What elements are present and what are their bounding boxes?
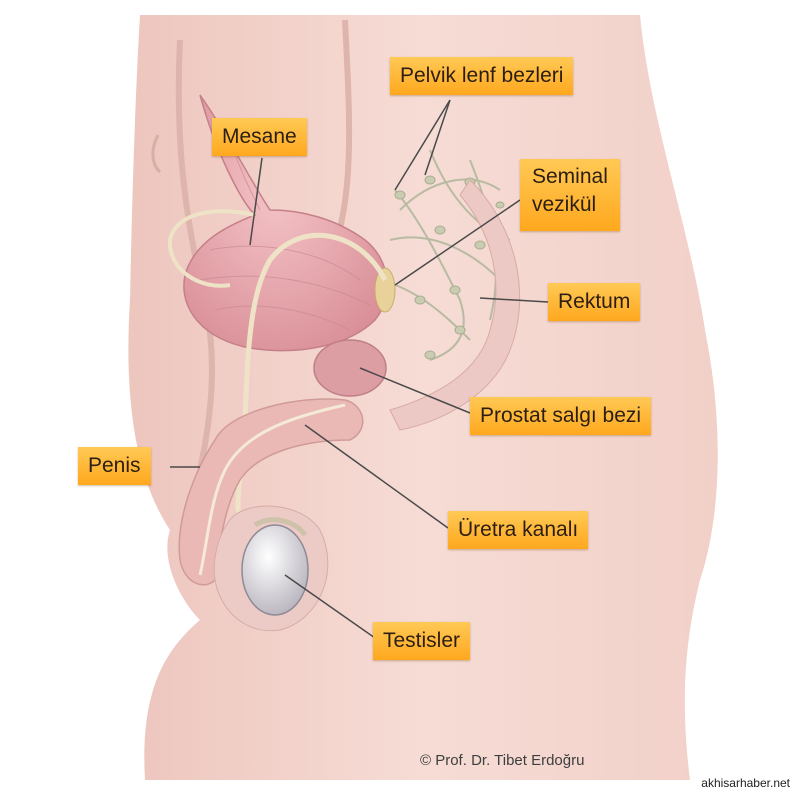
penis-shape bbox=[178, 398, 364, 586]
label-seminal-line2: vezikül bbox=[532, 193, 597, 216]
leader-lymph bbox=[394, 99, 451, 191]
label-rectum: Rektum bbox=[548, 283, 641, 321]
label-testes: Testisler bbox=[373, 622, 471, 660]
label-prostate: Prostat salgı bezi bbox=[470, 397, 652, 435]
label-pelvic-lymph-nodes: Pelvik lenf bezleri bbox=[390, 57, 574, 95]
leader-bladder bbox=[249, 157, 263, 246]
leader-prostate bbox=[359, 367, 471, 414]
watermark-text: akhisarhaber.net bbox=[701, 776, 790, 790]
epididymis bbox=[253, 517, 308, 537]
label-bladder: Mesane bbox=[212, 118, 307, 156]
testis-shape bbox=[241, 524, 309, 616]
leader-urethra bbox=[304, 424, 449, 529]
vas-deferens-left bbox=[167, 209, 256, 288]
bladder-shape bbox=[183, 94, 389, 352]
navel-crease bbox=[151, 134, 162, 174]
prostate-shape bbox=[313, 339, 387, 397]
seminal-vesicle-shape bbox=[374, 267, 396, 313]
lymph-nodes bbox=[394, 175, 505, 360]
label-seminal-vesicle: Seminal vezikül bbox=[520, 159, 620, 231]
leader-seminal bbox=[394, 199, 521, 286]
label-penis: Penis bbox=[78, 447, 151, 485]
rectum-shape bbox=[389, 179, 521, 431]
leader-testes bbox=[284, 574, 376, 639]
copyright-text: © Prof. Dr. Tibet Erdoğru bbox=[420, 752, 585, 769]
leader-rectum bbox=[479, 297, 549, 303]
label-seminal-line1: Seminal bbox=[532, 165, 608, 188]
leader-lines bbox=[170, 99, 549, 639]
urethra-line bbox=[198, 403, 346, 576]
label-urethra: Üretra kanalı bbox=[448, 511, 589, 549]
